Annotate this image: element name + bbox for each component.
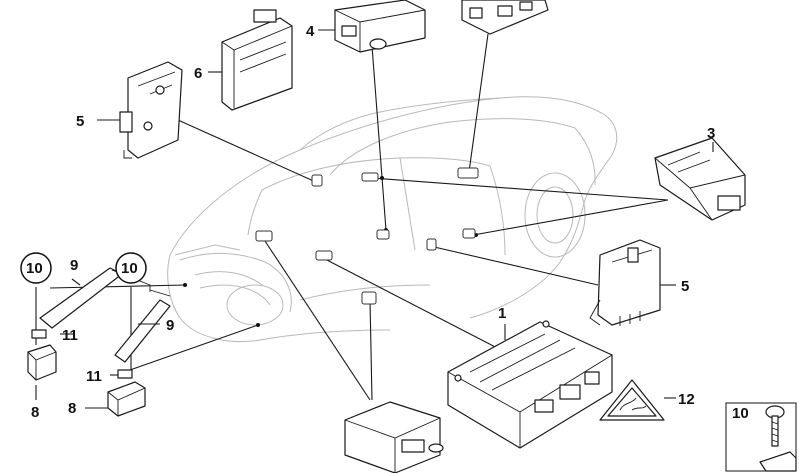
bracket-part-5-right: [589, 239, 661, 326]
callout-8-left: 8: [31, 404, 39, 421]
module-part-3: [654, 137, 746, 221]
callout-10-circle-left: 10: [26, 260, 43, 277]
sensor-part-8-lower: [107, 381, 146, 417]
module-bottom-center: [344, 401, 444, 473]
washer-part-11: [31, 329, 133, 379]
sensor-part-8-upper: [27, 344, 57, 381]
callout-11-lower: 11: [86, 368, 102, 385]
callout-5-right: 5: [681, 278, 689, 295]
legend-box-part-10: [725, 402, 797, 472]
callout-3: 3: [707, 125, 715, 142]
module-part-1: [447, 320, 613, 449]
warning-label-part-12: [599, 379, 676, 421]
module-top-right: [461, 0, 549, 35]
callout-5-left: 5: [76, 113, 84, 130]
callout-labels: 1 3 4 5 5 6 8 8 9 9 10 10 10 11 11 12: [26, 23, 749, 422]
callout-12: 12: [678, 391, 695, 408]
module-part-4: [334, 0, 426, 53]
callout-8-right: 8: [68, 400, 76, 417]
callout-11-upper: 11: [62, 327, 78, 344]
callout-6: 6: [194, 65, 202, 82]
car-outline: [167, 96, 618, 343]
callout-10-circle-right: 10: [121, 260, 138, 277]
module-part-6: [221, 9, 293, 111]
bracket-part-5-left: [119, 61, 183, 159]
callout-9-lower: 9: [166, 317, 174, 334]
callout-4: 4: [306, 23, 315, 40]
leader-lines: [35, 33, 669, 401]
callout-1: 1: [498, 305, 506, 322]
callout-10-legend: 10: [732, 405, 749, 422]
in-car-sensors: [255, 167, 479, 305]
callout-9-upper: 9: [70, 257, 78, 274]
circle-callouts: [20, 252, 147, 284]
bracket-part-9-lower: [114, 289, 171, 363]
callout-ticks: [35, 29, 714, 409]
